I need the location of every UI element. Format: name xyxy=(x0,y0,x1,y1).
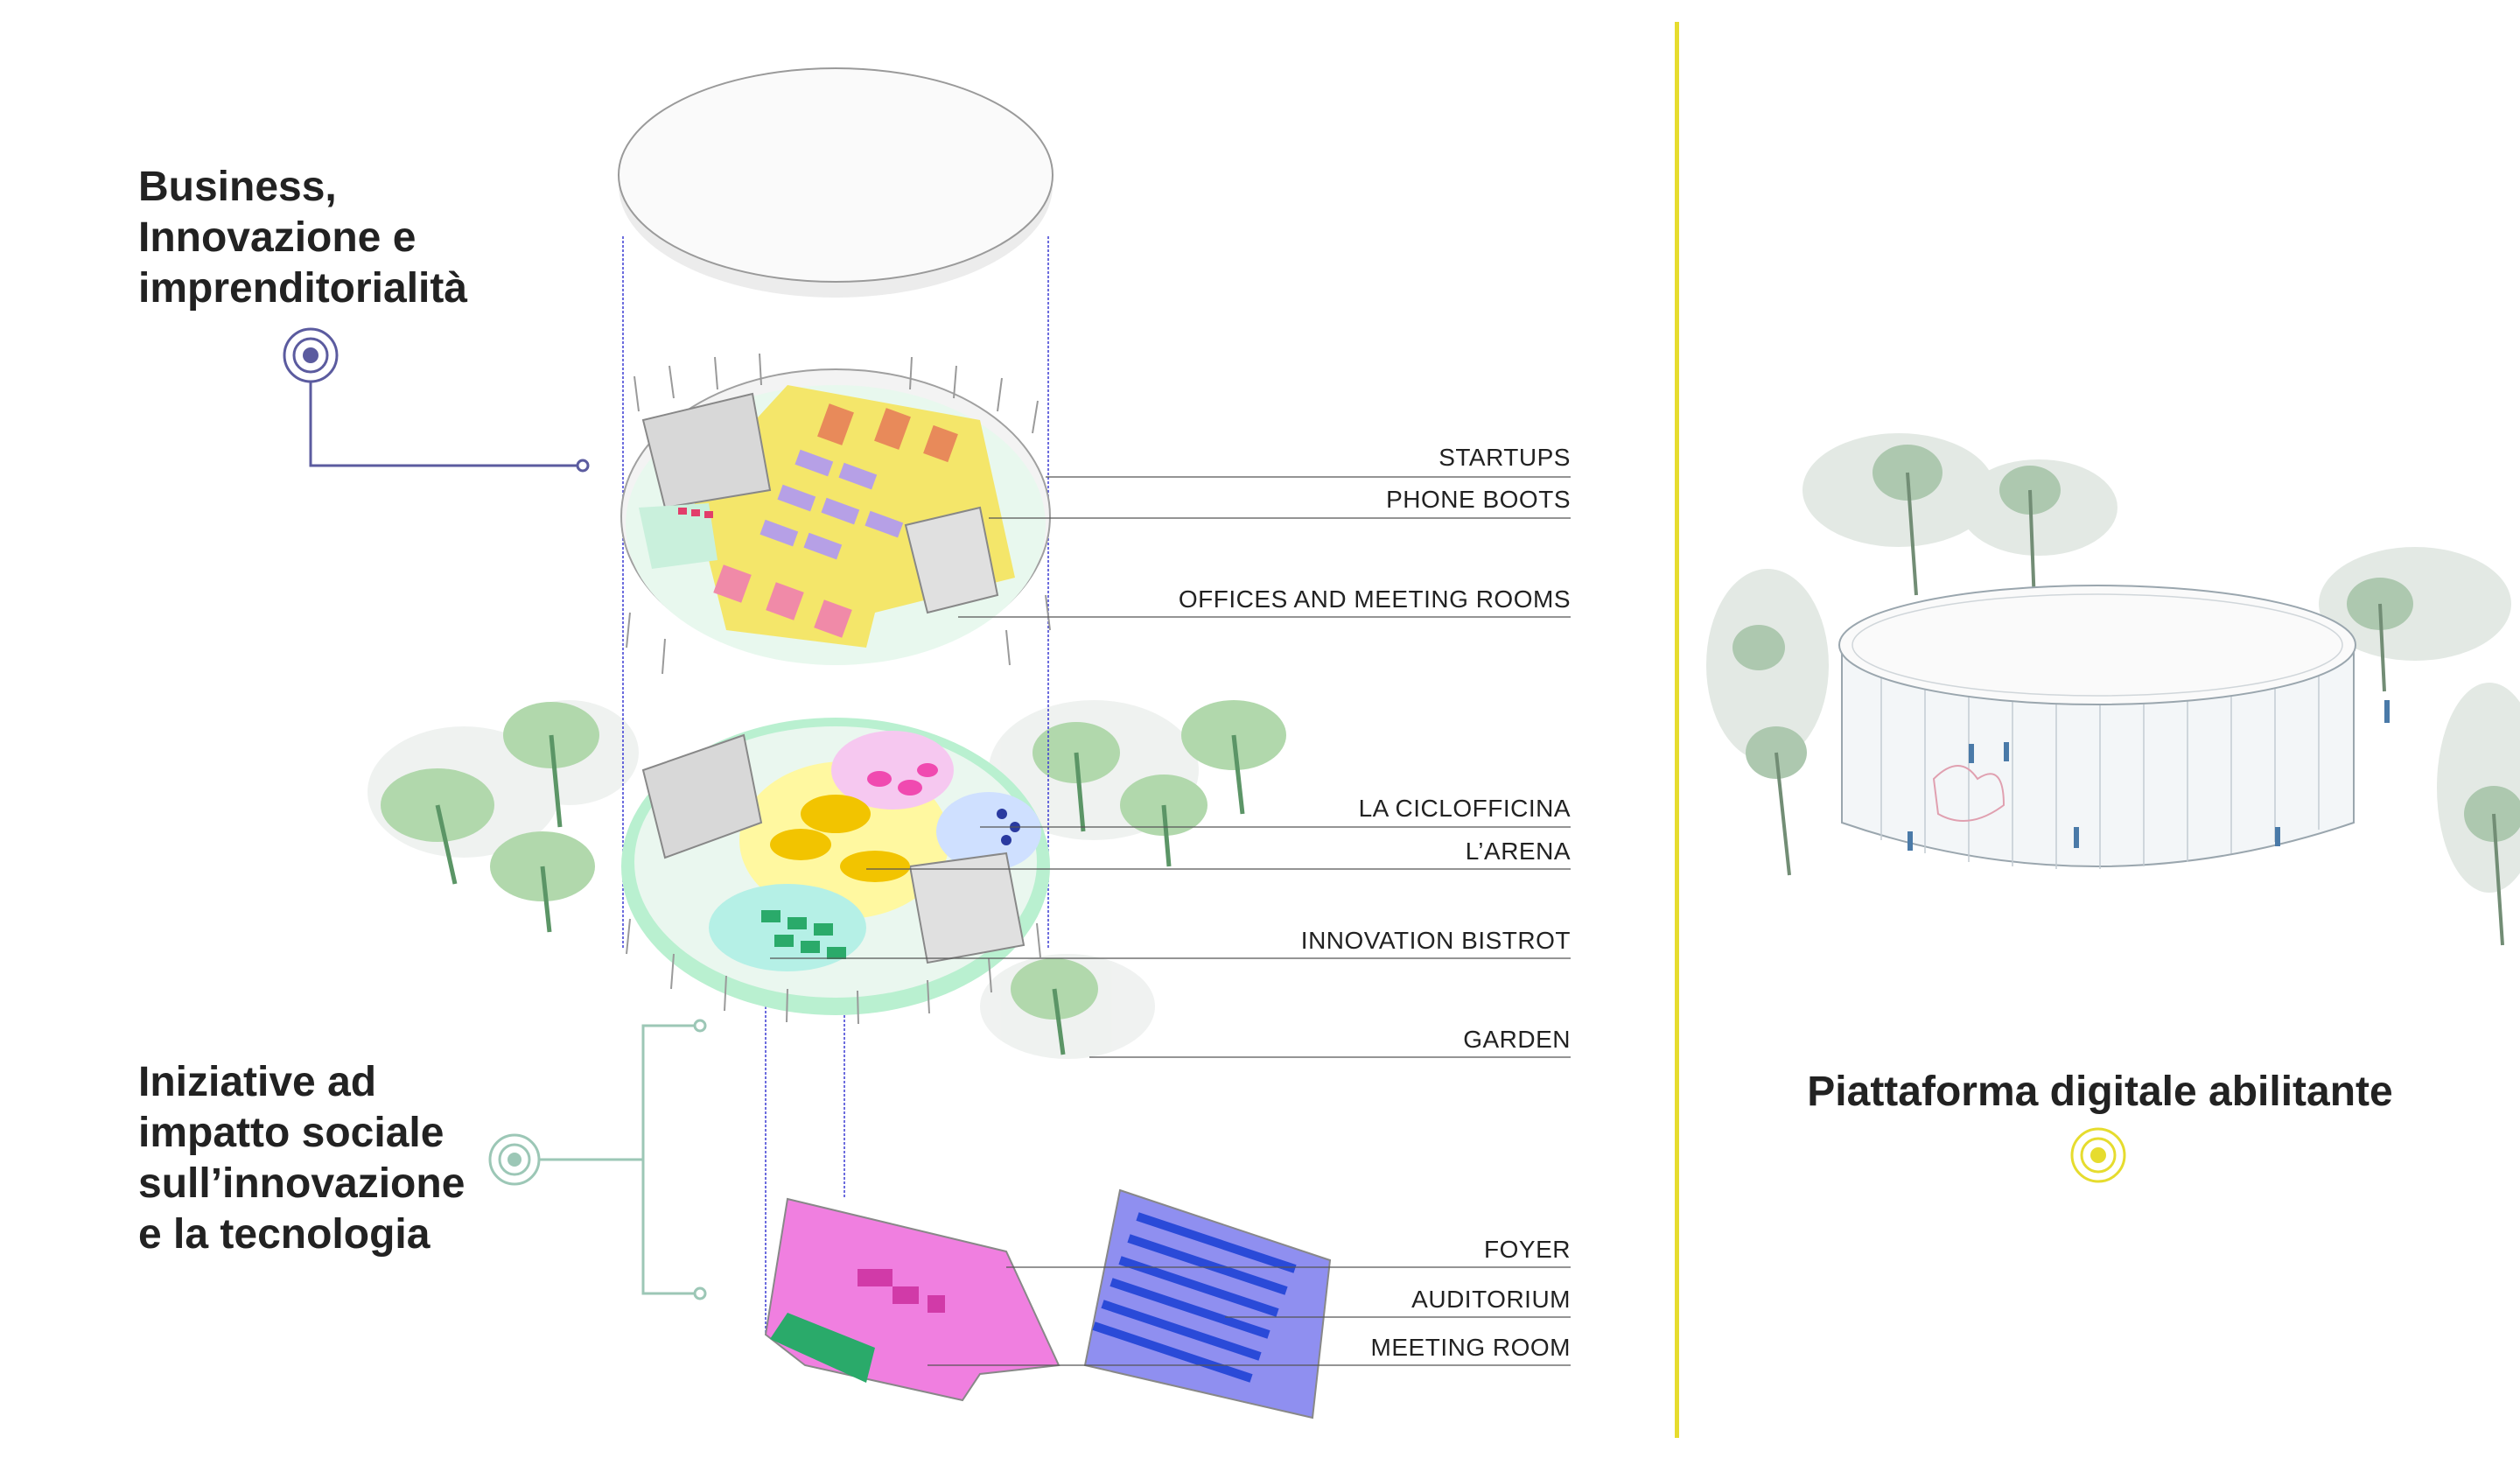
social-heading-line: impatto sociale xyxy=(138,1110,444,1156)
section-divider xyxy=(1675,22,1679,1438)
social-heading-line: Iniziative ad xyxy=(138,1059,377,1105)
roof-disc xyxy=(618,67,1054,298)
label-meeting-room: MEETING ROOM xyxy=(1370,1334,1571,1361)
label-garden: GARDEN xyxy=(1463,1026,1571,1053)
basement-floor xyxy=(764,1188,1332,1419)
label-startups: STARTUPS xyxy=(1438,444,1571,471)
social-heading-line: sull’innovazione xyxy=(138,1160,466,1207)
social-connector xyxy=(488,1019,707,1300)
upper-floor xyxy=(620,353,1051,675)
pavilion-render xyxy=(1706,433,2520,946)
social-heading-line: e la tecnologia xyxy=(138,1211,430,1258)
label-auditorium: AUDITORIUM xyxy=(1411,1286,1571,1313)
label-offices-meeting-rooms: OFFICES AND MEETING ROOMS xyxy=(1178,585,1571,613)
label-innovation-bistrot: INNOVATION BISTROT xyxy=(1300,927,1571,954)
social-heading: Iniziative ad impatto sociale sull’innov… xyxy=(138,1057,465,1260)
platform-connector xyxy=(2070,1127,2126,1183)
business-heading-line: Business, xyxy=(138,164,337,210)
business-heading-line: Innovazione e xyxy=(138,214,416,261)
label-phone-boots: PHONE BOOTS xyxy=(1386,486,1571,513)
platform-title: Piattaforma digitale abilitante xyxy=(1807,1069,2393,1115)
label-foyer: FOYER xyxy=(1484,1236,1571,1263)
label-la-ciclofficina: LA CICLOFFICINA xyxy=(1358,795,1571,822)
label-arena: L’ARENA xyxy=(1465,838,1571,865)
business-heading: Business, Innovazione e imprenditorialit… xyxy=(138,162,467,314)
surrounding-trees xyxy=(368,700,1286,1059)
business-heading-line: imprenditorialità xyxy=(138,265,468,312)
callout-lines xyxy=(770,476,1571,1366)
business-connector xyxy=(283,327,590,473)
ground-floor xyxy=(621,718,1050,1025)
